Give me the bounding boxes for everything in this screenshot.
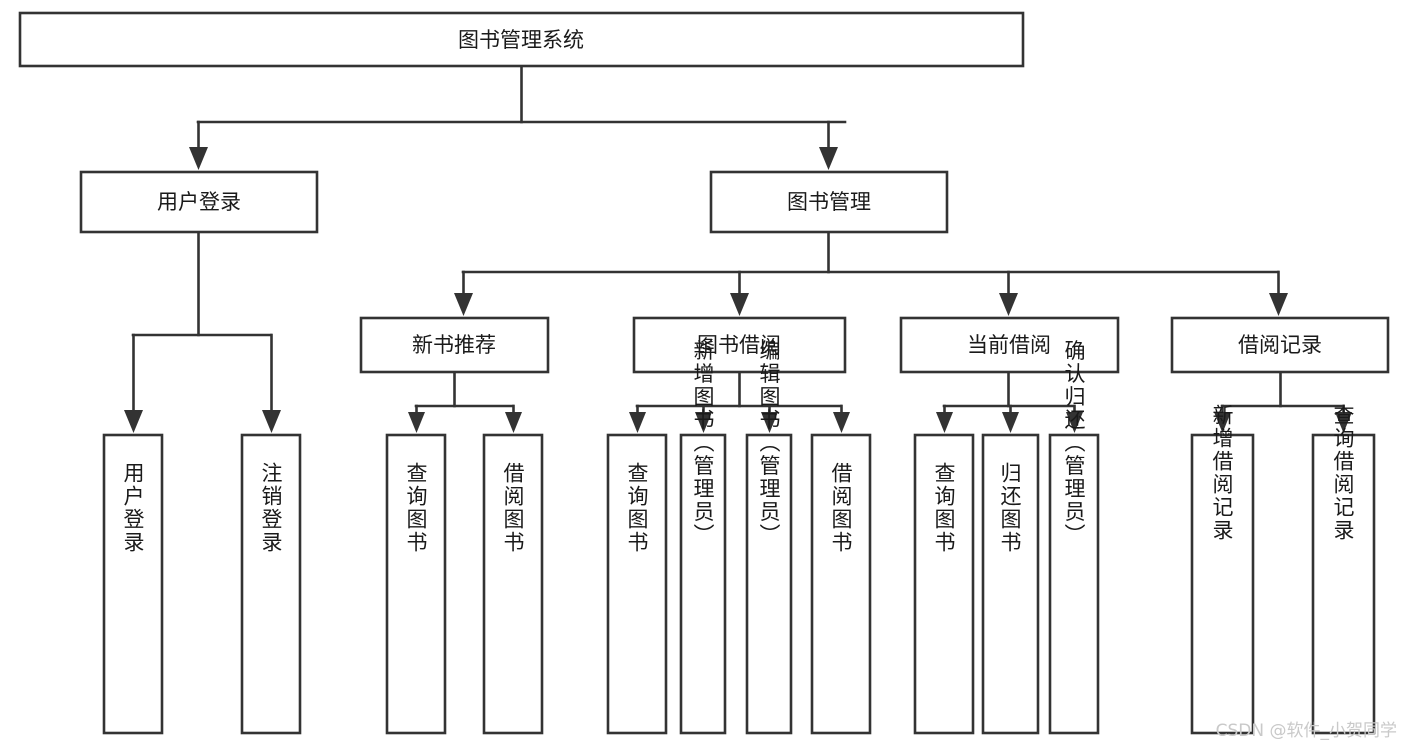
node-root-box[interactable] bbox=[18, 11, 1025, 68]
node-user-login[interactable]: 用户登录 bbox=[79, 170, 319, 234]
node-book-borrow-label: 图书借阅 bbox=[697, 333, 781, 357]
node-current-borrow[interactable]: 当前借阅 bbox=[899, 316, 1120, 374]
arrowhead-leaf-query-book-current bbox=[936, 412, 953, 433]
node-book-borrow[interactable]: 图书借阅 bbox=[632, 316, 847, 374]
arrowhead-leaf-query-book-borrow bbox=[629, 412, 646, 433]
arrowhead-leaf-query-record bbox=[1335, 412, 1352, 433]
node-leaf-query-book-current-label: 查询图书 bbox=[932, 462, 956, 554]
node-new-book-recommend[interactable]: 新书推荐 bbox=[359, 316, 550, 374]
arrowhead-leaf-return-book bbox=[1002, 412, 1019, 433]
node-leaf-query-record-label: 查询借阅记录 bbox=[1331, 404, 1355, 542]
arrowhead-leaf-borrow-book bbox=[833, 412, 850, 433]
node-leaf-borrow-book[interactable]: 借阅图书 bbox=[810, 433, 872, 735]
arrowhead-leaf-confirm-return bbox=[1066, 412, 1083, 433]
node-leaf-logout[interactable]: 注销登录 bbox=[240, 433, 302, 735]
node-leaf-add-book-box[interactable] bbox=[679, 433, 727, 735]
node-leaf-user-login-label: 用户登录 bbox=[121, 462, 145, 554]
arrowhead-leaf-query-book-new bbox=[408, 412, 425, 433]
node-root[interactable]: 图书管理系统 bbox=[18, 11, 1025, 68]
node-leaf-query-book-new-label: 查询图书 bbox=[404, 462, 428, 554]
node-leaf-add-record-box[interactable] bbox=[1190, 433, 1255, 735]
node-book-manage-box[interactable] bbox=[709, 170, 949, 234]
node-leaf-logout-label: 注销登录 bbox=[259, 462, 283, 554]
node-borrow-record-box[interactable] bbox=[1170, 316, 1390, 374]
node-leaf-borrow-book-box[interactable] bbox=[810, 433, 872, 735]
node-leaf-query-book-borrow-label: 查询图书 bbox=[625, 462, 649, 554]
node-current-borrow-box[interactable] bbox=[899, 316, 1120, 374]
node-leaf-borrow-book-label: 借阅图书 bbox=[829, 462, 853, 554]
node-leaf-confirm-return-box[interactable] bbox=[1048, 433, 1100, 735]
node-leaf-user-login[interactable]: 用户登录 bbox=[102, 433, 164, 735]
arrowhead-leaf-borrow-book-new bbox=[505, 412, 522, 433]
node-leaf-return-book-label: 归还图书 bbox=[998, 462, 1022, 554]
node-borrow-record[interactable]: 借阅记录 bbox=[1170, 316, 1390, 374]
arrowhead-leaf-user-login bbox=[124, 410, 143, 433]
arrowhead-book-borrow bbox=[730, 293, 749, 316]
node-leaf-edit-book-label: 编辑图书（管理员） bbox=[757, 340, 781, 547]
node-leaf-logout-box[interactable] bbox=[240, 433, 302, 735]
node-leaf-confirm-return[interactable]: 确认归还（管理员） bbox=[1048, 340, 1100, 735]
node-leaf-add-record-label: 新增借阅记录 bbox=[1210, 404, 1234, 542]
node-leaf-query-book-current-box[interactable] bbox=[913, 433, 975, 735]
node-leaf-query-book-borrow[interactable]: 查询图书 bbox=[606, 433, 668, 735]
arrowhead-book-manage bbox=[819, 147, 838, 170]
node-leaf-user-login-box[interactable] bbox=[102, 433, 164, 735]
node-book-manage[interactable]: 图书管理 bbox=[709, 170, 949, 234]
node-user-login-box[interactable] bbox=[79, 170, 319, 234]
node-leaf-query-book-new-box[interactable] bbox=[385, 433, 447, 735]
node-leaf-add-record[interactable]: 新增借阅记录 bbox=[1190, 404, 1255, 735]
arrowhead-leaf-add-book bbox=[695, 412, 712, 433]
node-leaf-borrow-book-new[interactable]: 借阅图书 bbox=[482, 433, 544, 735]
node-leaf-return-book-box[interactable] bbox=[981, 433, 1040, 735]
node-user-login-label: 用户登录 bbox=[157, 190, 241, 214]
node-leaf-confirm-return-label: 确认归还（管理员） bbox=[1062, 340, 1086, 547]
node-leaf-borrow-book-new-box[interactable] bbox=[482, 433, 544, 735]
node-borrow-record-label: 借阅记录 bbox=[1238, 333, 1322, 357]
arrowhead-leaf-add-record bbox=[1214, 412, 1231, 433]
arrowhead-leaf-edit-book bbox=[761, 412, 778, 433]
node-leaf-edit-book[interactable]: 编辑图书（管理员） bbox=[745, 340, 793, 735]
node-new-book-recommend-label: 新书推荐 bbox=[412, 333, 496, 357]
node-leaf-add-book-label: 新增图书（管理员） bbox=[691, 340, 715, 547]
node-book-manage-label: 图书管理 bbox=[787, 190, 871, 214]
node-current-borrow-label: 当前借阅 bbox=[967, 333, 1051, 357]
arrowhead-layer bbox=[124, 147, 1352, 433]
node-leaf-query-book-current[interactable]: 查询图书 bbox=[913, 433, 975, 735]
node-leaf-query-record-box[interactable] bbox=[1311, 433, 1376, 735]
node-leaf-query-record[interactable]: 查询借阅记录 bbox=[1311, 404, 1376, 735]
arrowhead-current-borrow bbox=[999, 293, 1018, 316]
node-leaf-return-book[interactable]: 归还图书 bbox=[981, 433, 1040, 735]
node-leaf-query-book-new[interactable]: 查询图书 bbox=[385, 433, 447, 735]
node-root-label: 图书管理系统 bbox=[458, 28, 584, 52]
arrowhead-user-login bbox=[189, 147, 208, 170]
arrowhead-borrow-record bbox=[1269, 293, 1288, 316]
arrowhead-new-book bbox=[454, 293, 473, 316]
node-leaf-edit-book-box[interactable] bbox=[745, 433, 793, 735]
node-book-borrow-box[interactable] bbox=[632, 316, 847, 374]
node-new-book-recommend-box[interactable] bbox=[359, 316, 550, 374]
node-layer: 图书管理系统 用户登录 图书管理 新书推荐 图书借阅 当前 bbox=[18, 11, 1390, 735]
node-leaf-query-book-borrow-box[interactable] bbox=[606, 433, 668, 735]
node-leaf-add-book[interactable]: 新增图书（管理员） bbox=[679, 340, 727, 735]
node-leaf-borrow-book-new-label: 借阅图书 bbox=[501, 462, 525, 554]
arrowhead-leaf-logout bbox=[262, 410, 281, 433]
